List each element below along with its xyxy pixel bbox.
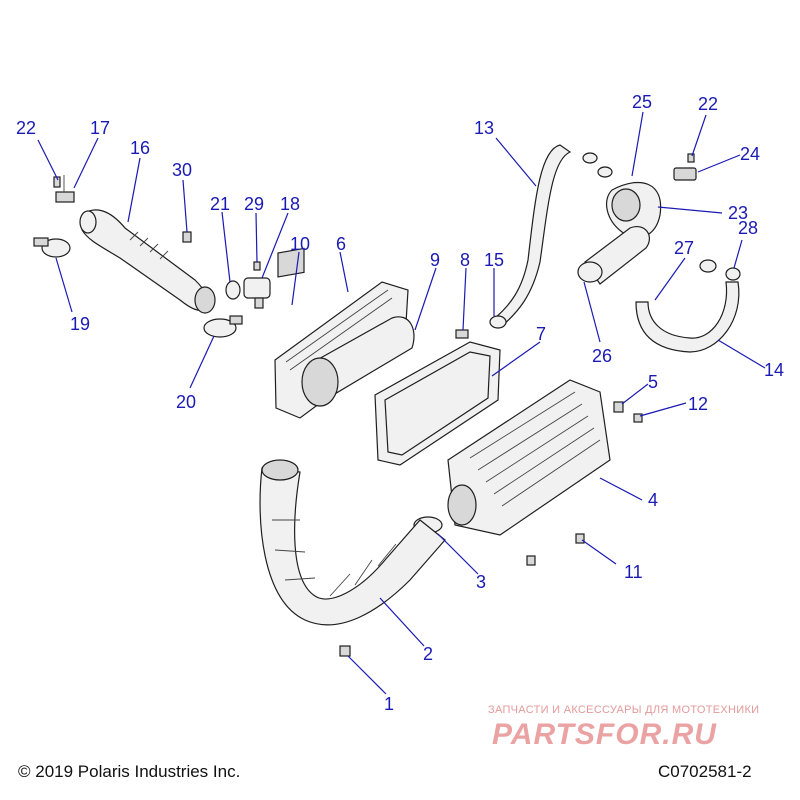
- part-12-screw: [633, 413, 643, 423]
- callout-9: 9: [430, 250, 440, 270]
- part-22-screw-b: [687, 153, 695, 163]
- callout-21: 21: [210, 194, 230, 214]
- part-27-ring: [699, 259, 717, 273]
- part-4-airbox: [447, 379, 611, 536]
- document-number: C0702581-2: [658, 762, 752, 781]
- watermark-logo: PARTSFOR.RU: [492, 718, 717, 751]
- callout-27: 27: [674, 238, 694, 258]
- callout-15: 15: [484, 250, 504, 270]
- part-7-gasket: [374, 341, 501, 466]
- part-25-ring: [582, 152, 598, 164]
- callout-4: 4: [648, 490, 658, 510]
- callout-22-left: 22: [16, 118, 36, 138]
- part-23-housing: [605, 181, 662, 238]
- part-5-nut: [613, 401, 624, 413]
- callout-7: 7: [536, 324, 546, 344]
- part-21-ring: [225, 280, 241, 300]
- callout-20: 20: [176, 392, 196, 412]
- callout-14: 14: [764, 360, 784, 380]
- callout-10: 10: [290, 234, 310, 254]
- callout-29: 29: [244, 194, 264, 214]
- callout-24: 24: [740, 144, 760, 164]
- part-16-intake-tube: [79, 209, 216, 314]
- callout-28: 28: [738, 218, 758, 238]
- part-2-duct: [259, 459, 446, 626]
- callout-6: 6: [336, 234, 346, 254]
- callout-8: 8: [460, 250, 470, 270]
- callout-18: 18: [280, 194, 300, 214]
- callout-5: 5: [648, 372, 658, 392]
- part-26-boot: [577, 226, 651, 285]
- part-18-valve: [243, 277, 271, 309]
- callout-1: 1: [384, 694, 394, 714]
- callout-19: 19: [70, 314, 90, 334]
- part-28-end: [725, 267, 741, 281]
- leader-lines: [37, 111, 766, 695]
- part-24-sensor: [673, 167, 697, 181]
- part-13-tube: [494, 144, 572, 327]
- copyright-text: © 2019 Polaris Industries Inc.: [18, 762, 241, 781]
- callout-labels: 1 2 3 4 5 6 7 8 9 10 11 12 13 14 15 16 1…: [16, 92, 784, 714]
- part-14-hose: [635, 281, 740, 353]
- callout-30: 30: [172, 160, 192, 180]
- part-8-clip: [455, 329, 469, 339]
- callout-11: 11: [624, 562, 643, 582]
- part-15-ring: [489, 315, 507, 329]
- callout-26: 26: [592, 346, 612, 366]
- watermark-tagline: ЗАПЧАСТИ И АКСЕССУАРЫ ДЛЯ МОТОТЕХНИКИ: [488, 704, 760, 716]
- part-11-screw-b: [526, 555, 536, 566]
- callout-23: 23: [728, 203, 748, 223]
- part-10-label: [277, 247, 305, 278]
- callout-3: 3: [476, 572, 486, 592]
- part-29-screw: [253, 261, 261, 271]
- part-17-sensor: [55, 175, 75, 203]
- callout-2: 2: [423, 644, 433, 664]
- part-19-clamp: [33, 237, 71, 258]
- part-20-clamp: [203, 315, 243, 338]
- callout-13: 13: [474, 118, 494, 138]
- callout-12: 12: [688, 394, 708, 414]
- callout-25: 25: [632, 92, 652, 112]
- part-9-filter: [301, 316, 415, 407]
- part-11-screw: [575, 533, 585, 544]
- part-30-screw: [182, 231, 192, 243]
- callout-16: 16: [130, 138, 150, 158]
- part-25-clamp: [597, 166, 613, 178]
- part-1-screw: [339, 645, 351, 657]
- callout-17: 17: [90, 118, 110, 138]
- callout-22-right: 22: [698, 94, 718, 114]
